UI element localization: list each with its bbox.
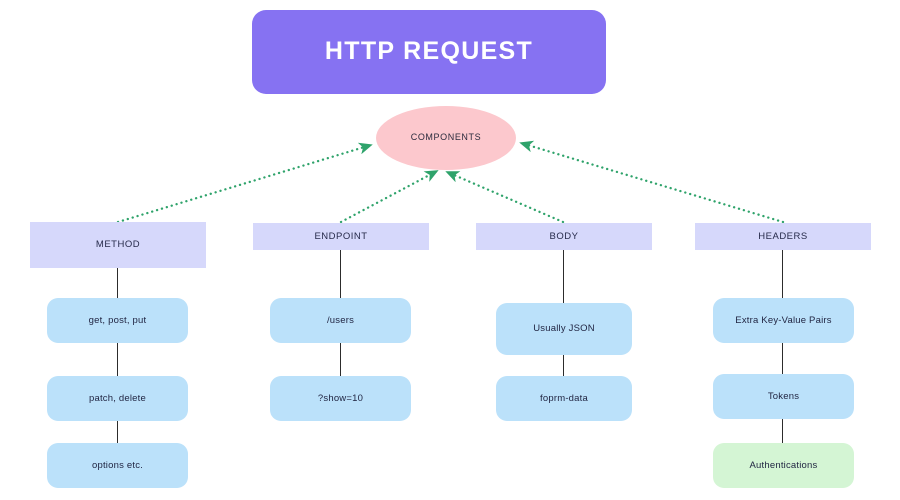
diagram-title-banner: HTTP REQUEST xyxy=(252,10,606,94)
connector-method-2 xyxy=(117,343,119,376)
header-node-body: BODY xyxy=(476,223,652,250)
connector-body-1 xyxy=(563,250,565,303)
connector-method-3 xyxy=(117,421,119,443)
arrow-body-to-components xyxy=(445,170,565,224)
leaf-node-authentications: Authentications xyxy=(713,443,854,488)
header-node-method: METHOD xyxy=(30,222,206,268)
connector-body-2 xyxy=(563,355,565,376)
connector-method-1 xyxy=(117,268,119,298)
arrow-endpoint-to-components xyxy=(339,169,439,224)
connector-headers-3 xyxy=(782,419,784,443)
leaf-node-options-etc: options etc. xyxy=(47,443,188,488)
connector-headers-2 xyxy=(782,343,784,374)
components-hub-node: COMPONENTS xyxy=(376,106,516,170)
leaf-node-get-post-put: get, post, put xyxy=(47,298,188,343)
leaf-node-users: /users xyxy=(270,298,411,343)
leaf-node-form-data: foprm-data xyxy=(496,376,632,421)
connector-endpoint-1 xyxy=(340,250,342,298)
connector-headers-1 xyxy=(782,250,784,298)
leaf-node-usually-json: Usually JSON xyxy=(496,303,632,355)
connector-endpoint-2 xyxy=(340,343,342,376)
arrow-headers-to-components xyxy=(519,140,785,224)
header-node-headers: HEADERS xyxy=(695,223,871,250)
leaf-node-patch-delete: patch, delete xyxy=(47,376,188,421)
leaf-node-show-param: ?show=10 xyxy=(270,376,411,421)
leaf-node-extra-key-value-pairs: Extra Key-Value Pairs xyxy=(713,298,854,343)
leaf-node-tokens: Tokens xyxy=(713,374,854,419)
arrow-method-to-components xyxy=(116,142,373,224)
header-node-endpoint: ENDPOINT xyxy=(253,223,429,250)
